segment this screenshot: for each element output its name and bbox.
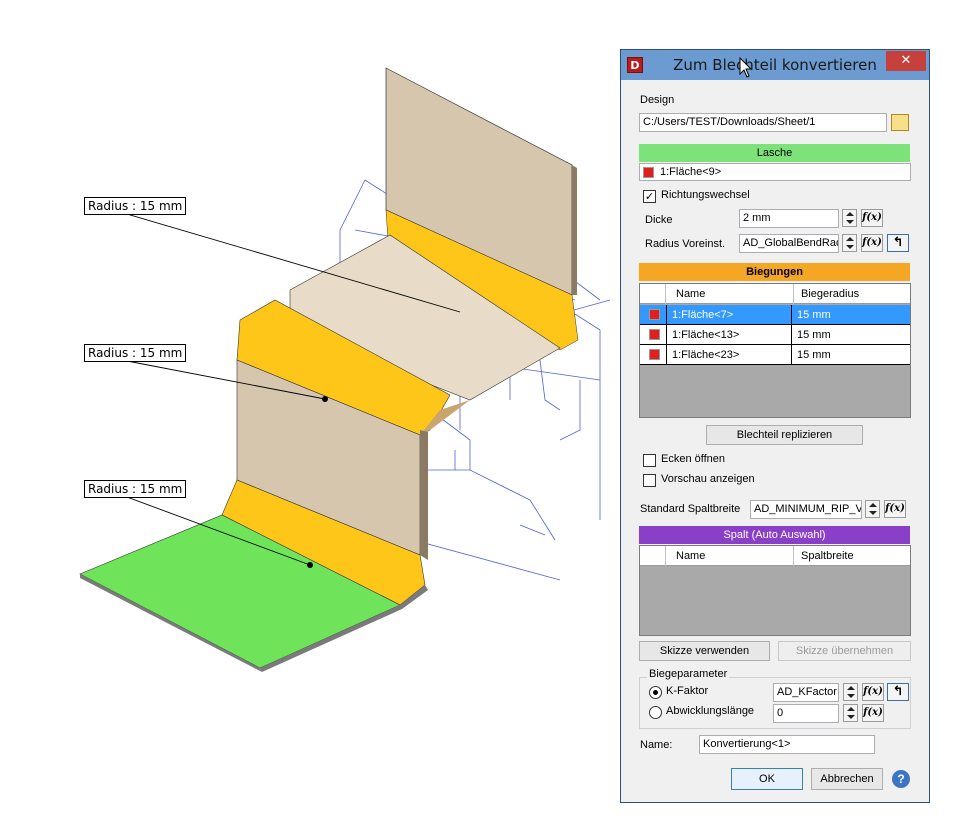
cancel-button[interactable]: Abbrechen xyxy=(811,768,883,790)
dimension-label-middle[interactable]: Radius : 15 mm xyxy=(84,344,187,362)
radius-label: Radius Voreinst. xyxy=(645,238,726,250)
lasche-header: Lasche xyxy=(639,144,910,162)
bend-marker-middle[interactable] xyxy=(322,396,328,402)
column-name[interactable]: Name xyxy=(676,550,706,562)
skizze-uebernehmen-button[interactable]: Skizze übernehmen xyxy=(778,641,911,661)
row-name: 1:Fläche<13> xyxy=(672,329,740,341)
row-radius: 15 mm xyxy=(797,329,831,341)
face-icon xyxy=(643,167,654,178)
richtungswechsel-label: Richtungswechsel xyxy=(661,189,750,201)
abwicklungslaenge-formula-button[interactable]: f(x) xyxy=(862,704,884,722)
dicke-label: Dicke xyxy=(645,214,673,226)
biegungen-table-header: Name Biegeradius xyxy=(640,284,910,304)
biegeparameter-group xyxy=(639,677,911,729)
abwicklungslaenge-spinner[interactable] xyxy=(843,704,858,722)
spalt-table-header: Name Spaltbreite xyxy=(640,546,910,566)
dimension-label-bottom[interactable]: Radius : 15 mm xyxy=(84,480,187,498)
spaltbreite-field[interactable]: AD_MINIMUM_RIP_V xyxy=(750,500,862,519)
bend-marker-bottom[interactable] xyxy=(307,562,313,568)
dicke-field[interactable]: 2 mm xyxy=(739,209,839,228)
lower-wall-edge xyxy=(420,430,428,560)
ecken-oeffnen-label: Ecken öffnen xyxy=(661,453,726,465)
ok-button[interactable]: OK xyxy=(731,768,803,790)
abwicklungslaenge-label: Abwicklungslänge xyxy=(666,705,755,717)
lower-wall-bend-edge xyxy=(420,400,470,435)
base-face-edge-front xyxy=(80,574,262,672)
name-field[interactable]: Konvertierung<1> xyxy=(699,735,875,754)
folder-icon[interactable] xyxy=(891,114,909,131)
richtungswechsel-checkbox[interactable]: ✓ xyxy=(643,190,656,203)
abwicklungslaenge-field[interactable]: 0 xyxy=(773,704,839,723)
face-icon xyxy=(649,349,660,360)
lasche-face-value: 1:Fläche<9> xyxy=(660,166,722,178)
row-name: 1:Fläche<23> xyxy=(672,349,740,361)
replicate-button[interactable]: Blechteil replizieren xyxy=(706,425,863,445)
help-icon[interactable]: ? xyxy=(892,770,910,788)
dicke-formula-button[interactable]: f(x) xyxy=(861,209,883,227)
kfaktor-formula-button[interactable]: f(x) xyxy=(862,683,884,701)
spaltbreite-label: Standard Spaltbreite xyxy=(640,503,741,515)
radius-field[interactable]: AD_GlobalBendRad xyxy=(739,234,839,253)
dimension-leader-lines xyxy=(126,213,461,566)
face-icon xyxy=(649,309,660,320)
kfaktor-field[interactable]: AD_KFactor xyxy=(773,683,839,702)
row-radius: 15 mm xyxy=(797,349,831,361)
spalt-header: Spalt (Auto Auswahl) xyxy=(639,526,910,544)
spaltbreite-formula-button[interactable]: f(x) xyxy=(884,500,906,518)
spalt-table[interactable]: Name Spaltbreite xyxy=(639,545,911,636)
column-name[interactable]: Name xyxy=(676,288,706,300)
base-face-edge-right xyxy=(260,585,428,672)
biegungen-header: Biegungen xyxy=(639,263,910,281)
kfaktor-label: K-Faktor xyxy=(666,685,709,697)
back-wall-edge xyxy=(572,165,577,295)
vorschau-checkbox[interactable] xyxy=(643,474,656,487)
row-radius: 15 mm xyxy=(797,309,831,321)
row-name: 1:Fläche<7> xyxy=(672,309,734,321)
app-logo-icon: D xyxy=(627,57,643,73)
spaltbreite-spinner[interactable] xyxy=(865,500,880,518)
kfaktor-reset-arrow-icon[interactable]: ↰ xyxy=(887,683,909,701)
vorschau-label: Vorschau anzeigen xyxy=(661,473,755,485)
lasche-face-field[interactable]: 1:Fläche<9> xyxy=(639,163,911,181)
design-path-field[interactable]: C:/Users/TEST/Downloads/Sheet/1 xyxy=(639,113,887,132)
ecken-oeffnen-checkbox[interactable] xyxy=(643,454,656,467)
table-row[interactable]: 1:Fläche<13> 15 mm xyxy=(640,325,910,345)
dimension-label-top[interactable]: Radius : 15 mm xyxy=(84,197,187,215)
kfaktor-radio[interactable] xyxy=(649,686,662,699)
convert-to-sheet-metal-dialog: D Zum Blechteil konvertieren ✕ Design C:… xyxy=(620,49,930,803)
mouse-cursor-icon xyxy=(739,57,753,78)
skizze-verwenden-button[interactable]: Skizze verwenden xyxy=(639,641,770,661)
table-row[interactable]: 1:Fläche<7> 15 mm xyxy=(640,305,910,325)
face-icon xyxy=(649,329,660,340)
dialog-title: Zum Blechteil konvertieren xyxy=(673,56,877,74)
radius-spinner[interactable] xyxy=(842,234,857,252)
name-label: Name: xyxy=(640,739,673,751)
dicke-spinner[interactable] xyxy=(842,209,857,227)
biegungen-table[interactable]: Name Biegeradius 1:Fläche<7> 15 mm 1:Flä… xyxy=(639,283,911,418)
design-label: Design xyxy=(640,94,675,106)
biegeparameter-label: Biegeparameter xyxy=(647,668,730,680)
dialog-titlebar[interactable]: D Zum Blechteil konvertieren ✕ xyxy=(621,50,929,80)
abwicklungslaenge-radio[interactable] xyxy=(649,706,662,719)
radius-formula-button[interactable]: f(x) xyxy=(861,234,883,252)
close-button[interactable]: ✕ xyxy=(886,51,926,71)
table-row[interactable]: 1:Fläche<23> 15 mm xyxy=(640,345,910,365)
kfaktor-spinner[interactable] xyxy=(843,683,858,701)
column-spaltbreite[interactable]: Spaltbreite xyxy=(801,550,854,562)
column-biegeradius[interactable]: Biegeradius xyxy=(801,288,860,300)
radius-reset-arrow-icon[interactable]: ↰ xyxy=(887,234,909,252)
